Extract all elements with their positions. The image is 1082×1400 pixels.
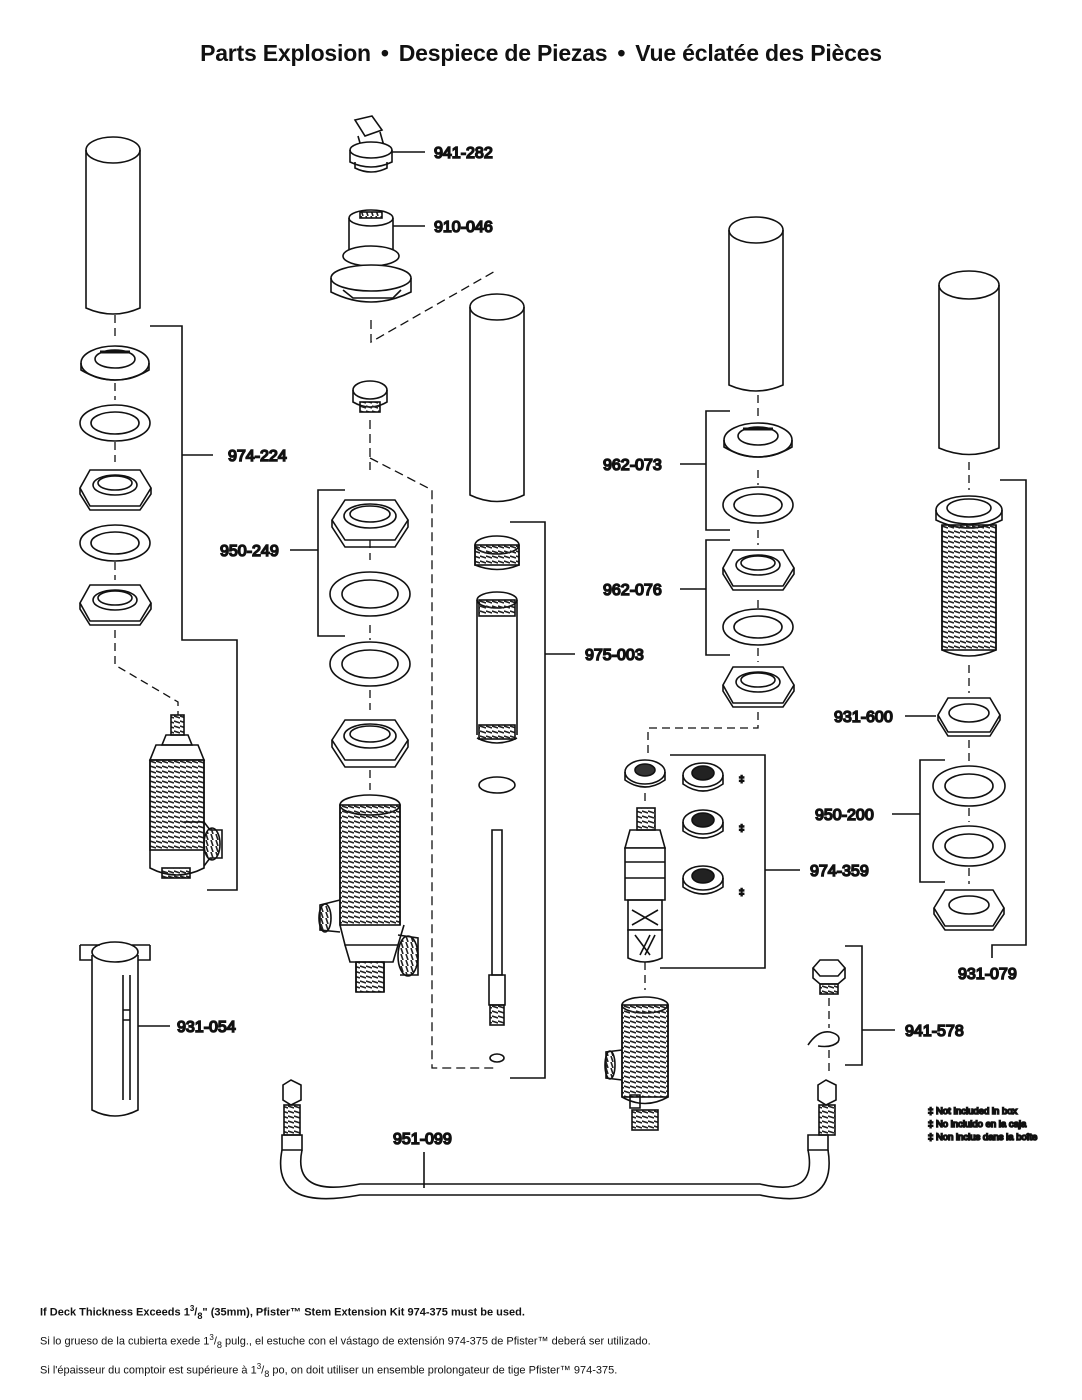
center-cap-plug [352, 380, 388, 413]
right-center-bracket-962-073 [680, 410, 730, 531]
part-number-962-076: 962-076 [603, 582, 662, 599]
not-included-mark: ‡ [739, 823, 744, 834]
title-french: Vue éclatée des Pièces [635, 40, 882, 66]
aerator-cap [349, 115, 393, 173]
right-threaded-shank [935, 495, 1003, 657]
spout-adapter [330, 209, 412, 303]
right-center-valve-body [604, 996, 669, 1131]
bottom-cap-plug [811, 959, 847, 995]
legend-mark: ‡ [928, 1119, 933, 1130]
right-center-bracket-962-076 [680, 539, 730, 656]
right-center-tube-sleeve [728, 216, 784, 392]
note-spanish: Si lo grueso de la cubierta exede 13/8 p… [40, 1332, 651, 1350]
left-escutcheon-washer [80, 345, 150, 381]
center-lock-nut-a [331, 499, 409, 548]
stop-cap-variant-3 [682, 865, 724, 895]
legend-english: Not Included in box [936, 1106, 1018, 1117]
left-tube-sleeve [85, 136, 141, 315]
center-washer-a [329, 571, 411, 617]
legend-french: Non inclus dans la boîte [936, 1132, 1037, 1143]
supply-hose-951-099 [279, 1079, 837, 1200]
right-center-bracket-974-359 [660, 754, 800, 969]
extension-stem-rod [488, 829, 506, 1026]
part-number-962-073: 962-073 [603, 457, 662, 474]
center-bracket-950-249 [290, 489, 345, 637]
spout-link-line [370, 269, 498, 344]
extension-coupling [474, 535, 520, 571]
part-number-941-578: 941-578 [905, 1023, 964, 1040]
deck-thickness-note: If Deck Thickness Exceeds 13/8" (35mm), … [40, 1298, 1060, 1385]
right-center-washer-a [722, 486, 794, 524]
right-lock-nut [933, 889, 1005, 931]
not-included-legend: ‡ Not Included in box ‡ No incluido en l… [927, 1105, 1038, 1144]
svg-text:‡ Non inclus dans la boîte: ‡ Non inclus dans la boîte [928, 1132, 1037, 1143]
left-lock-nut-b [79, 584, 152, 626]
note-english: If Deck Thickness Exceeds 13/8" (35mm), … [40, 1304, 525, 1321]
left-valve-body [148, 714, 223, 879]
svg-text:‡ No incluido en la caja: ‡ No incluido en la caja [928, 1119, 1027, 1130]
left-lock-nut-a [79, 469, 152, 511]
part-number-931-079: 931-079 [958, 966, 1017, 983]
not-included-mark: ‡ [739, 774, 744, 785]
extension-o-ring [478, 776, 516, 794]
part-number-950-200: 950-200 [815, 807, 874, 824]
right-center-axis [647, 395, 759, 758]
title-separator: • [617, 40, 626, 66]
cartridge-stop-cap [624, 759, 666, 788]
right-center-lock-nut-b [722, 666, 795, 708]
part-number-910-046: 910-046 [434, 219, 493, 236]
part-number-974-224: 974-224 [228, 448, 287, 465]
retaining-clip [807, 1030, 840, 1048]
part-number-951-099: 951-099 [393, 1131, 452, 1148]
bracket-941-578 [845, 945, 895, 1066]
center-bracket-975-003 [510, 521, 575, 1079]
support-sleeve-931-054 [79, 941, 151, 1117]
left-flat-washer-b [79, 524, 151, 562]
part-number-931-054: 931-054 [177, 1019, 236, 1036]
right-lock-nut-931-600 [937, 697, 1001, 737]
part-number-931-600: 931-600 [834, 709, 893, 726]
part-number-974-359: 974-359 [810, 863, 869, 880]
part-number-950-249: 950-249 [220, 543, 279, 560]
legend-mark: ‡ [928, 1106, 933, 1117]
right-center-lock-nut-a [722, 549, 795, 591]
right-washer-b [932, 825, 1006, 867]
extension-sleeve [476, 591, 518, 744]
right-bracket-950-200 [892, 759, 945, 883]
right-center-washer-b [722, 608, 794, 646]
valve-cartridge [623, 807, 667, 963]
center-lock-nut-b [331, 719, 409, 768]
part-number-941-282: 941-282 [434, 145, 493, 162]
note-french: Si l'épaisseur du comptoir est supérieur… [40, 1361, 618, 1379]
page-title: Parts Explosion • Despiece de Piezas • Vue é… [0, 40, 1082, 67]
part-number-975-003: 975-003 [585, 647, 644, 664]
right-center-escutcheon-washer [723, 422, 793, 458]
right-tube-sleeve [938, 270, 1000, 456]
right-washer-a [932, 765, 1006, 807]
right-bracket-931-079 [991, 479, 1027, 958]
center-washer-b [329, 641, 411, 687]
left-flat-washer-a [79, 404, 151, 442]
spout-tee-body [318, 794, 419, 993]
not-included-mark: ‡ [739, 887, 744, 898]
center-tall-tube [469, 293, 525, 503]
title-spanish: Despiece de Piezas [398, 40, 608, 66]
legend-spanish: No incluido en la caja [936, 1119, 1027, 1130]
left-bracket-974-224 [150, 325, 238, 891]
title-separator: • [380, 40, 389, 66]
extension-small-o-ring [489, 1053, 505, 1063]
title-english: Parts Explosion [200, 40, 371, 66]
stop-cap-variant-2 [682, 809, 724, 839]
legend-mark: ‡ [928, 1132, 933, 1143]
center-dashed-line [369, 420, 497, 1069]
stop-cap-variant-1 [682, 762, 724, 792]
svg-text:‡ Not Included in box: ‡ Not Included in box [928, 1106, 1018, 1117]
